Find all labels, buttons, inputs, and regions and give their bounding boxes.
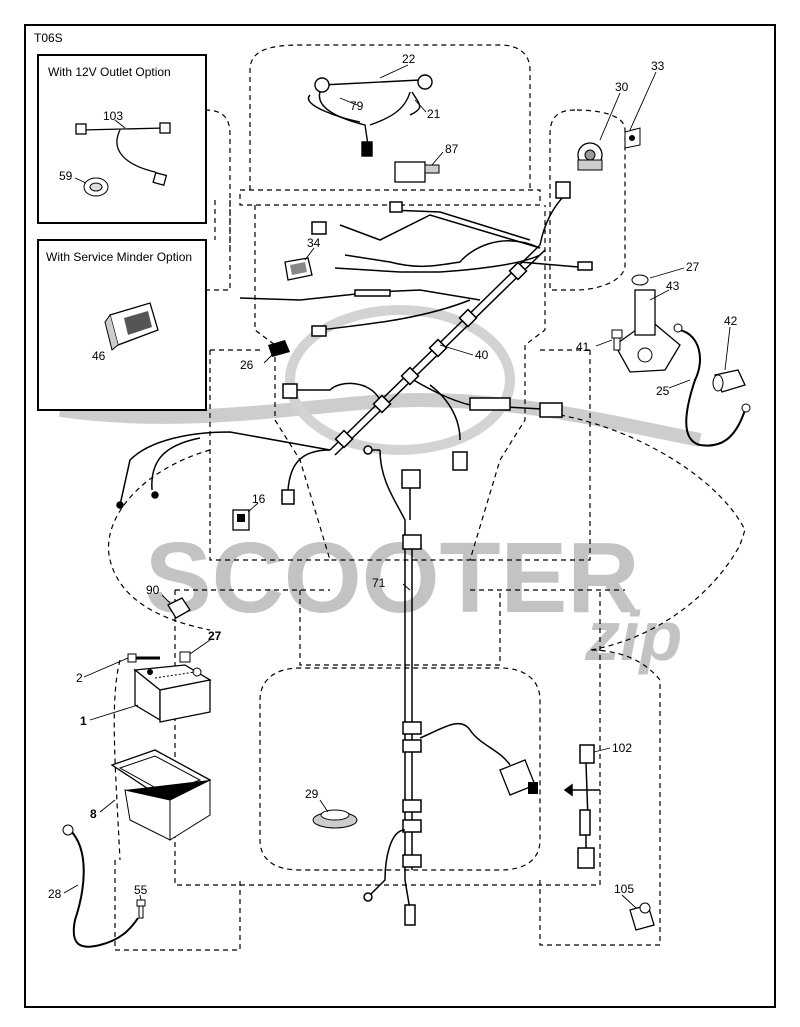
nut-27 <box>631 274 649 286</box>
connector-rear-plug <box>499 759 538 796</box>
label-26: 26 <box>240 358 254 372</box>
label-8: 8 <box>90 807 97 821</box>
outlet-harness-103 <box>75 122 171 186</box>
label-105: 105 <box>614 882 634 896</box>
switch-105 <box>629 902 655 931</box>
watermark-brand: SCOOTER <box>145 522 639 634</box>
cable-28-end <box>62 824 74 836</box>
label-59: 59 <box>59 169 73 183</box>
label-90: 90 <box>146 583 160 597</box>
label-79: 79 <box>350 99 364 113</box>
minder-option-title: With Service Minder Option <box>46 250 192 264</box>
label-41: 41 <box>576 340 590 354</box>
bolt-2 <box>127 653 160 663</box>
service-minder-46 <box>104 302 159 351</box>
cable-25-end-2 <box>741 403 751 413</box>
tractor-outline <box>108 44 746 951</box>
label-16: 16 <box>252 492 266 506</box>
label-2: 2 <box>76 671 83 685</box>
label-29: 29 <box>305 787 319 801</box>
label-28: 28 <box>48 887 62 901</box>
cable-25-end <box>673 323 683 333</box>
label-33: 33 <box>651 59 665 73</box>
label-27-battery: 27 <box>208 629 222 643</box>
label-87: 87 <box>445 142 459 156</box>
label-34: 34 <box>307 236 321 250</box>
label-22: 22 <box>402 52 416 66</box>
part-labels: 22 79 21 87 30 33 34 27 43 42 41 26 40 2… <box>48 52 738 901</box>
solenoid-43 <box>614 289 681 373</box>
harness-102 <box>563 744 600 869</box>
diagram-frame <box>24 24 776 1008</box>
cable-25 <box>679 329 746 447</box>
diagram-code: T06S <box>34 31 63 45</box>
label-43: 43 <box>666 279 680 293</box>
rear-harness-71 <box>363 445 511 926</box>
connector-16 <box>232 509 250 531</box>
outlet-option-box <box>37 54 207 224</box>
label-30: 30 <box>615 80 629 94</box>
leader-lines <box>63 64 731 909</box>
label-1: 1 <box>80 714 87 728</box>
label-102: 102 <box>612 741 632 755</box>
grommet-29 <box>312 809 358 829</box>
key-33 <box>624 127 641 149</box>
label-71: 71 <box>372 576 386 590</box>
switch-87 <box>394 161 440 183</box>
nut-27-battery <box>179 651 191 663</box>
label-103: 103 <box>103 109 123 123</box>
bolt-55 <box>136 899 146 919</box>
label-55: 55 <box>134 883 148 897</box>
relay-90 <box>167 597 191 619</box>
outlet-option-title: With 12V Outlet Option <box>48 65 171 79</box>
label-27-top: 27 <box>686 260 700 274</box>
seat-switch-34 <box>284 257 313 281</box>
cable-28 <box>69 829 139 948</box>
ignition-switch-30 <box>577 142 603 171</box>
main-harness-40 <box>116 181 593 509</box>
clip-26 <box>268 340 290 357</box>
outlet-59 <box>83 177 109 197</box>
terminal-cap-42 <box>712 369 746 393</box>
label-25: 25 <box>656 384 670 398</box>
watermark-script: zip <box>584 597 682 675</box>
battery-tray-8 <box>110 749 212 841</box>
headlight-harness <box>307 74 433 157</box>
label-40: 40 <box>475 348 489 362</box>
label-21: 21 <box>427 107 441 121</box>
watermark: SCOOTER zip <box>59 305 702 675</box>
battery-1 <box>133 664 212 723</box>
label-46: 46 <box>92 349 106 363</box>
label-42: 42 <box>724 314 738 328</box>
bolt-41 <box>611 329 623 351</box>
